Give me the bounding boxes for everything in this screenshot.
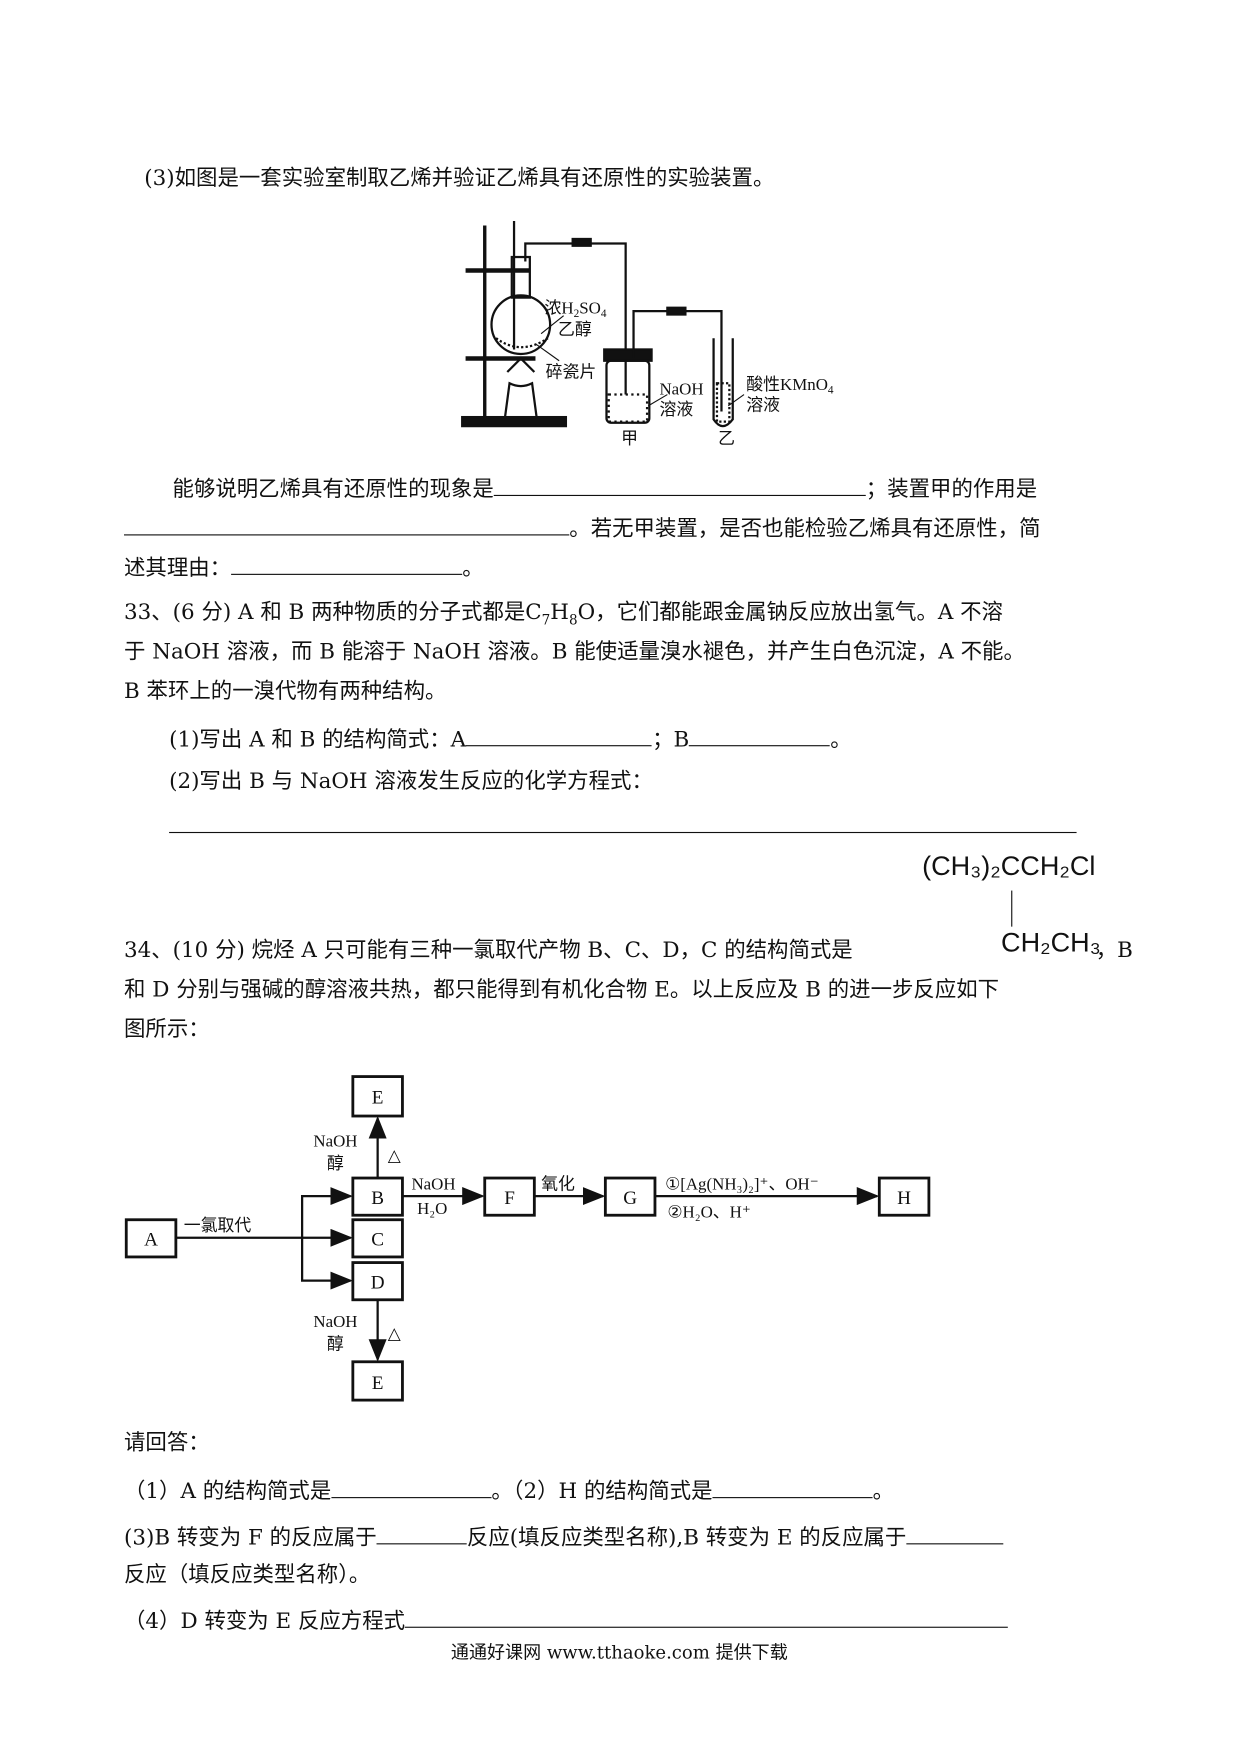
label-ethanol: 乙醇 — [558, 320, 592, 339]
test-tube — [712, 338, 734, 428]
svg-text:NaOH: NaOH — [313, 1312, 357, 1331]
box-f — [483, 1176, 536, 1217]
q34-line3: 图所示： — [124, 1016, 210, 1042]
svg-text:NaOH: NaOH — [411, 1174, 455, 1193]
label-jia: 甲 — [621, 429, 638, 448]
answer-blank-d-e-equation[interactable] — [405, 1606, 1009, 1628]
q33-line2: 于 NaOH 溶液，而 B 能溶于 NaOH 溶液。B 能使适量溴水褪色，并产生… — [124, 639, 1025, 664]
box-c — [351, 1218, 404, 1259]
svg-text:NaOH: NaOH — [313, 1131, 357, 1150]
label-naoh: NaOH — [659, 380, 703, 399]
svg-text:醇: 醇 — [327, 1334, 344, 1353]
answer-blank-phenomenon[interactable] — [493, 475, 866, 497]
footer-source: 通通好课网 www.tthaoke.com 提供下载 — [450, 1641, 788, 1663]
ethylene-apparatus-figure: 浓H2SO4 乙醇 碎瓷片 NaOH 溶液 酸性KMnO4 溶液 甲 乙 — [461, 220, 834, 448]
svg-text:②H₂O、H⁺: ②H₂O、H⁺ — [667, 1202, 750, 1221]
q32-line3: 述其理由：。 — [124, 554, 484, 582]
q33-part1: (1)写出 A 和 B 的结构简式：A；B。 — [169, 725, 852, 753]
q32-line2: 。若无甲装置，是否也能检验乙烯具有还原性，简 — [124, 514, 1041, 542]
box-h — [877, 1176, 931, 1217]
q34-line1: 34、(10 分) 烷烃 A 只可能有三种一氯取代产物 B、C、D，C 的结构简… — [124, 937, 853, 963]
q33-line3: B 苯环上的一溴代物有两种结构。 — [124, 678, 447, 704]
svg-text:G: G — [623, 1188, 637, 1209]
flask — [490, 294, 552, 356]
structure-bond — [1011, 890, 1013, 927]
label-yi: 乙 — [718, 429, 735, 448]
structure-formula-bottom: CH₂CH₃ — [1001, 927, 1101, 959]
q33-line1: 33、(6 分) A 和 B 两种物质的分子式都是C7H8O，它们都能跟金属钠反… — [124, 599, 1003, 628]
svg-text:△: △ — [388, 1146, 401, 1165]
q34-answer-1-2: （1）A 的结构简式是。（2）H 的结构简式是。 — [124, 1477, 894, 1505]
box-g — [603, 1176, 657, 1217]
svg-text:E: E — [372, 1088, 384, 1109]
svg-text:酸性KMnO4: 酸性KMnO4 — [746, 375, 834, 396]
svg-text:F: F — [504, 1188, 515, 1209]
q34-line2: 和 D 分别与强碱的醇溶液共热，都只能得到有机化合物 E。以上反应及 B 的进一… — [124, 977, 1000, 1003]
answer-blank-purpose[interactable] — [124, 514, 570, 536]
label-chips: 碎瓷片 — [546, 363, 597, 382]
svg-text:D: D — [371, 1273, 385, 1294]
alcohol-lamp — [503, 356, 538, 419]
arrow-a-b — [300, 1187, 353, 1238]
answer-blank-reason[interactable] — [231, 554, 463, 575]
svg-text:浓H2SO4: 浓H2SO4 — [544, 298, 606, 319]
label-oxidation: 氧化 — [541, 1174, 575, 1193]
arrow-a-d — [300, 1237, 353, 1290]
q34-answer-3-tail: 反应（填反应类型名称）。 — [124, 1562, 371, 1588]
q32-line1: 能够说明乙烯具有还原性的现象是；装置甲的作用是 — [172, 475, 1037, 503]
label-monochlorination: 一氯取代 — [184, 1216, 252, 1235]
answer-blank-a[interactable] — [466, 725, 653, 747]
answer-blank-b-e-type[interactable] — [906, 1523, 1004, 1545]
label-kmno4-solution: 溶液 — [746, 395, 780, 414]
structure-formula-top: (CH₃)₂CCH₂Cl — [922, 851, 1096, 882]
answer-blank-equation[interactable] — [169, 831, 1077, 834]
q34-line1-tail: ，B — [1095, 937, 1133, 963]
q33-part2: (2)写出 B 与 NaOH 溶液发生反应的化学方程式： — [169, 768, 653, 794]
q34-answer-4: （4）D 转变为 E 反应方程式 — [124, 1606, 1009, 1634]
svg-text:①[Ag(NH₃)₂]⁺、OH⁻: ①[Ag(NH₃)₂]⁺、OH⁻ — [665, 1174, 819, 1193]
svg-text:醇: 醇 — [327, 1154, 344, 1173]
label-naoh-solution: 溶液 — [659, 400, 693, 419]
svg-text:A: A — [144, 1230, 158, 1251]
q32-3-intro: (3)如图是一套实验室制取乙烯并验证乙烯具有还原性的实验装置。 — [144, 165, 775, 191]
q34-answer-3: (3)B 转变为 F 的反应属于反应(填反应类型名称),B 转变为 E 的反应属… — [124, 1523, 1004, 1551]
box-e-top — [351, 1075, 404, 1118]
answer-blank-h-structure[interactable] — [712, 1477, 873, 1499]
answer-blank-a-structure[interactable] — [331, 1477, 492, 1499]
box-e-bottom — [351, 1360, 404, 1402]
svg-text:C: C — [371, 1230, 384, 1251]
q34-ask: 请回答： — [124, 1430, 210, 1456]
svg-text:H₂O: H₂O — [417, 1199, 447, 1218]
svg-text:B: B — [371, 1188, 384, 1209]
svg-text:△: △ — [388, 1324, 401, 1343]
answer-blank-b-f-type[interactable] — [376, 1523, 467, 1545]
svg-text:H: H — [897, 1188, 911, 1209]
reaction-flow-diagram: E B C D E A F G H 一氯取代 NaOH 醇 △ NaOH 醇 △… — [124, 1075, 931, 1402]
answer-blank-b[interactable] — [689, 725, 831, 747]
svg-text:E: E — [372, 1373, 384, 1394]
